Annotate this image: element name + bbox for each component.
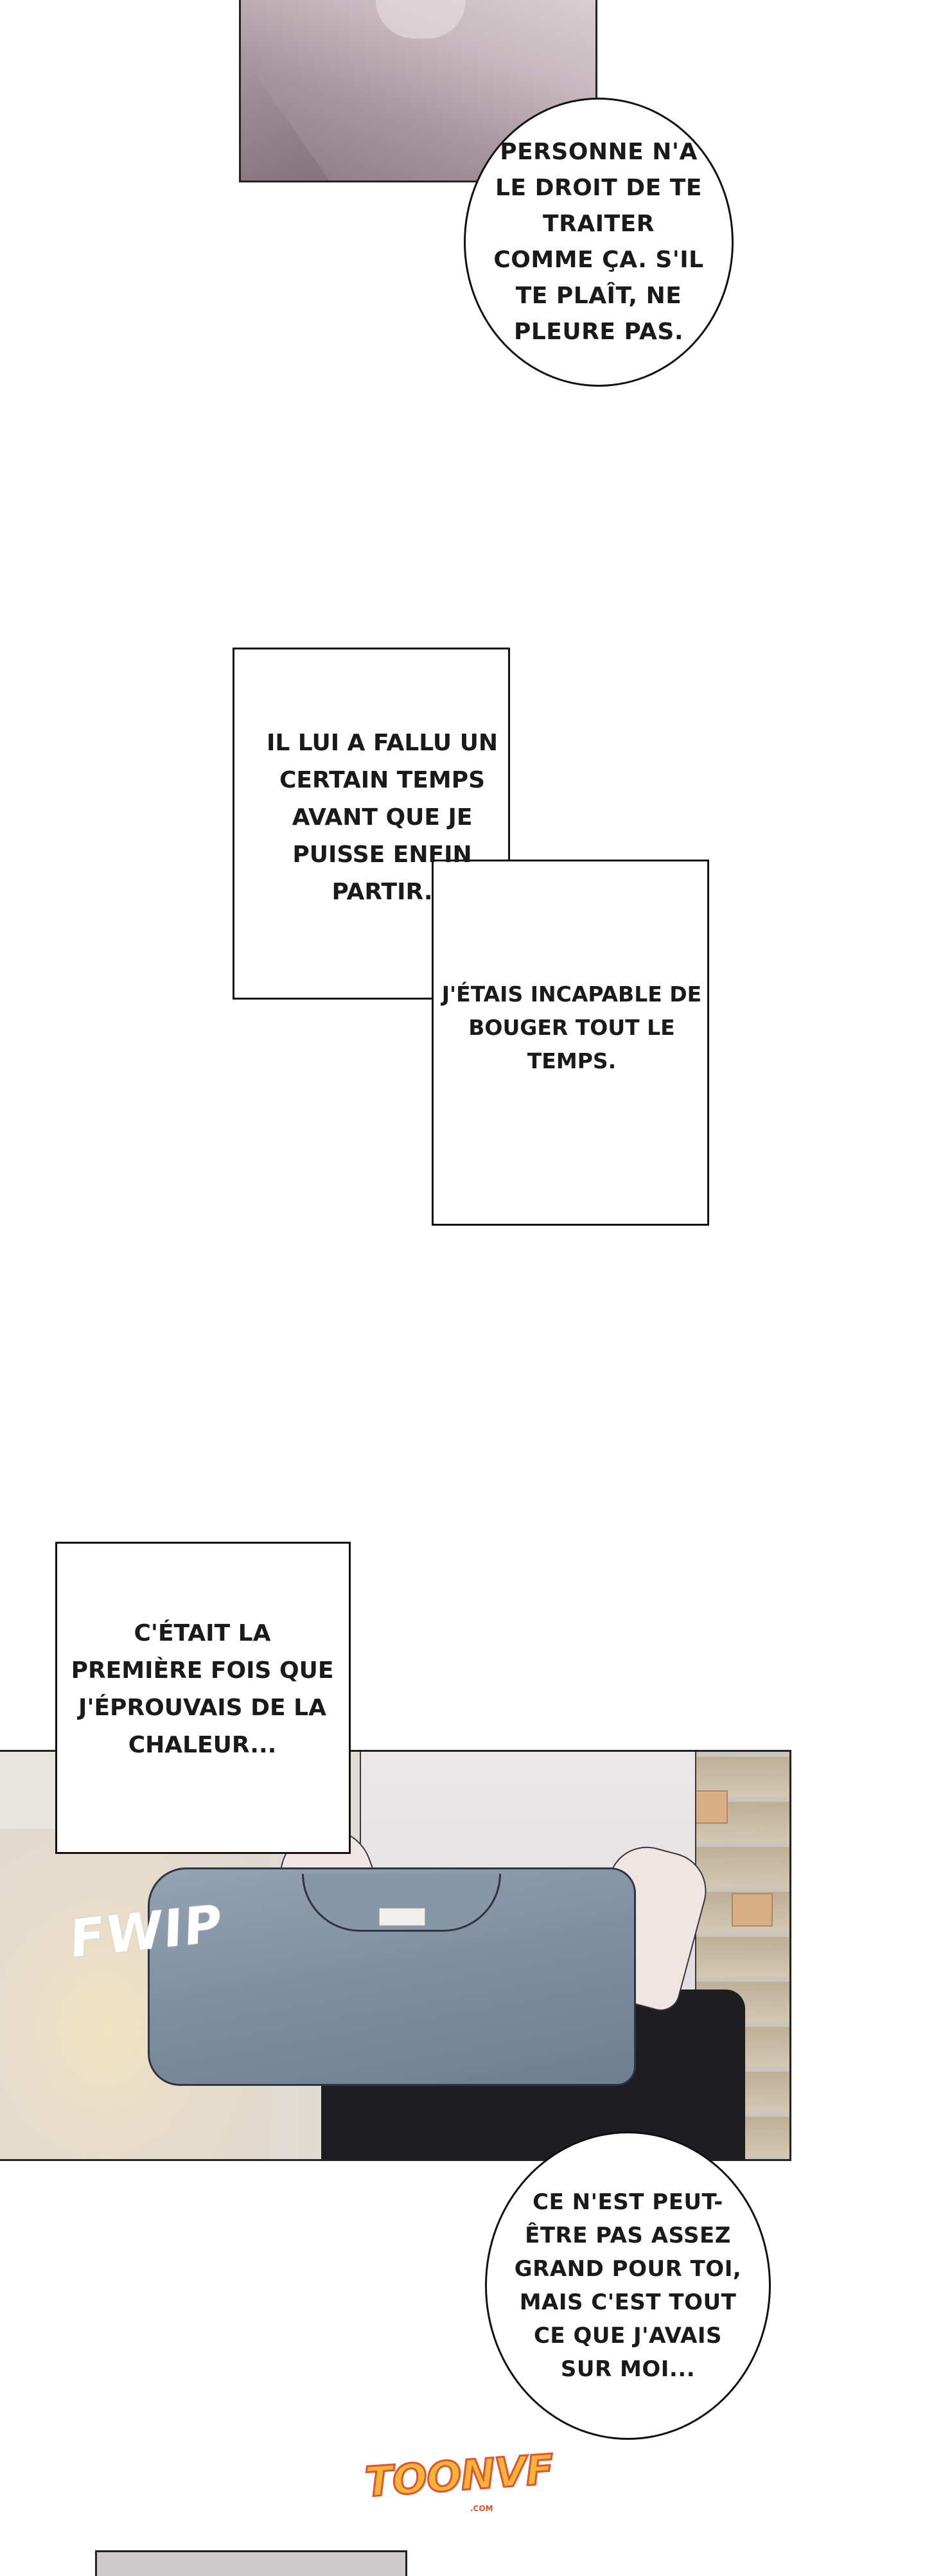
site-logo-sub: .COM xyxy=(470,2504,493,2513)
speech-bubble-1: PERSONNE N'A LE DROIT DE TE TRAITER COMM… xyxy=(464,98,734,387)
narration-box-joint xyxy=(434,861,508,998)
narration-text-a: IL LUI A FALLU UN CERTAIN TEMPS AVANT QU… xyxy=(266,730,498,905)
shirt-label xyxy=(379,1908,425,1926)
next-panel-edge xyxy=(95,2550,407,2576)
site-logo: TOONVF xyxy=(362,2445,556,2507)
speech-bubble-1-text: PERSONNE N'A LE DROIT DE TE TRAITER COMM… xyxy=(493,139,704,345)
top-art-panel xyxy=(239,0,597,182)
narration-text-b: J'ÉTAIS INCAPABLE DE BOUGER TOUT LE TEMP… xyxy=(441,982,702,1073)
speech-bubble-2: CE N'EST PEUT-ÊTRE PAS ASSEZ GRAND POUR … xyxy=(485,2131,771,2440)
narration-box-c xyxy=(55,1542,351,1854)
narration-text-c: C'ÉTAIT LA PREMIÈRE FOIS QUE J'ÉPROUVAIS… xyxy=(71,1620,334,1758)
shelf-box xyxy=(732,1893,773,1927)
speech-bubble-2-text: CE N'EST PEUT-ÊTRE PAS ASSEZ GRAND POUR … xyxy=(514,2189,742,2382)
